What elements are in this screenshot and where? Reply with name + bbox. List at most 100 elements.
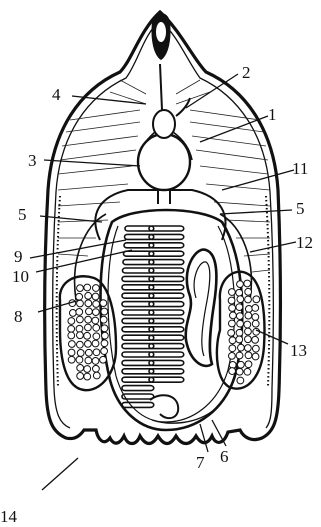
egg-cell xyxy=(77,373,84,380)
callout-5-left: 5 xyxy=(18,205,27,224)
egg-cell xyxy=(76,356,83,363)
callout-9: 9 xyxy=(14,247,23,266)
callout-8: 8 xyxy=(14,307,23,326)
egg-cell xyxy=(228,289,235,296)
egg-cell xyxy=(84,373,91,380)
gill-slit xyxy=(122,402,154,407)
egg-cell xyxy=(252,345,259,352)
egg-cell xyxy=(252,320,259,327)
egg-cell xyxy=(68,332,75,339)
egg-cell xyxy=(244,280,251,287)
egg-cell xyxy=(85,316,92,323)
egg-cell xyxy=(76,316,83,323)
gill-slit xyxy=(122,386,154,391)
egg-cell xyxy=(101,308,108,315)
egg-cell xyxy=(92,358,99,365)
egg-cell xyxy=(92,309,99,316)
callout-14: 14 xyxy=(0,507,18,526)
egg-cell xyxy=(236,289,243,296)
callout-7: 7 xyxy=(196,453,205,472)
callout-10: 10 xyxy=(12,267,29,286)
egg-cell xyxy=(244,368,251,375)
egg-cell xyxy=(85,324,92,331)
egg-cell xyxy=(245,296,252,303)
egg-cell xyxy=(101,348,108,355)
egg-cell xyxy=(244,345,251,352)
egg-cell xyxy=(229,352,236,359)
egg-cell xyxy=(245,306,252,313)
egg-cell xyxy=(236,329,243,336)
egg-cell xyxy=(93,333,100,340)
egg-cell xyxy=(101,340,108,347)
egg-cell xyxy=(93,349,100,356)
egg-cell xyxy=(100,300,107,307)
egg-cell xyxy=(229,337,236,344)
egg-cell xyxy=(245,288,252,295)
egg-cell xyxy=(93,372,100,379)
egg-cell xyxy=(237,320,244,327)
callout-5-right: 5 xyxy=(296,199,305,218)
egg-cell xyxy=(93,365,100,372)
egg-cell xyxy=(84,332,91,339)
egg-cell xyxy=(236,313,243,320)
egg-cell xyxy=(85,349,92,356)
egg-cell xyxy=(252,353,259,360)
egg-cell xyxy=(245,352,252,359)
egg-cell xyxy=(85,292,92,299)
apical-knob xyxy=(151,13,170,60)
callout-6: 6 xyxy=(220,447,229,466)
gill-slits xyxy=(122,226,184,407)
ganglion xyxy=(138,64,192,204)
egg-cell xyxy=(100,316,107,323)
egg-cell xyxy=(85,300,92,307)
egg-cell xyxy=(245,361,252,368)
egg-cell xyxy=(93,301,100,308)
egg-cell xyxy=(244,321,251,328)
egg-cell xyxy=(85,340,92,347)
egg-cell xyxy=(86,308,93,315)
callout-13: 13 xyxy=(290,341,307,360)
egg-cell xyxy=(77,364,84,371)
egg-cell xyxy=(230,312,237,319)
egg-cell xyxy=(68,318,75,325)
egg-cell xyxy=(236,368,243,375)
egg-cell xyxy=(68,325,75,332)
egg-cell xyxy=(228,320,235,327)
egg-cell xyxy=(77,350,84,357)
egg-cell xyxy=(76,293,83,300)
egg-cell xyxy=(236,304,243,311)
egg-cell xyxy=(236,352,243,359)
egg-cell xyxy=(68,349,75,356)
egg-cell xyxy=(92,340,99,347)
callout-11: 11 xyxy=(292,159,308,178)
egg-cell xyxy=(101,325,108,332)
egg-cell xyxy=(76,308,83,315)
egg-cell xyxy=(238,344,245,351)
egg-cell xyxy=(228,297,235,304)
egg-cell xyxy=(245,336,252,343)
egg-cell xyxy=(102,332,109,339)
egg-cell xyxy=(237,361,244,368)
egg-cell xyxy=(85,357,92,364)
gill-slit xyxy=(122,394,154,399)
egg-cell xyxy=(76,325,83,332)
egg-cell xyxy=(252,314,259,321)
intestine-loop xyxy=(186,250,217,366)
egg-cell xyxy=(92,285,99,292)
callout-1: 1 xyxy=(268,105,277,124)
egg-cell xyxy=(237,281,244,288)
egg-cell xyxy=(252,304,259,311)
egg-cell xyxy=(84,284,91,291)
egg-cell xyxy=(237,377,244,384)
egg-cell xyxy=(77,285,84,292)
egg-cell xyxy=(68,356,75,363)
egg-cell xyxy=(229,305,236,312)
egg-cell xyxy=(77,332,84,339)
egg-cell xyxy=(76,341,83,348)
callout-2: 2 xyxy=(242,63,251,82)
egg-cell xyxy=(93,324,100,331)
egg-cell xyxy=(228,329,235,336)
egg-cell xyxy=(84,366,91,373)
egg-cell xyxy=(92,293,99,300)
